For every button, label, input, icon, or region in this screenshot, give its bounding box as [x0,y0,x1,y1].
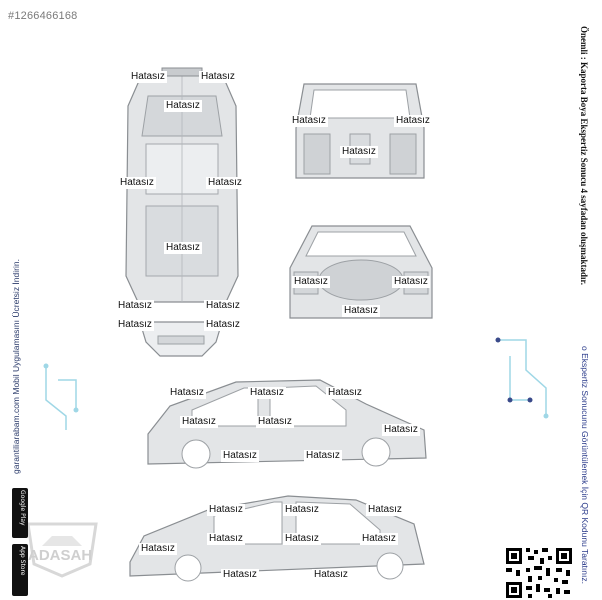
status-label: Hatasız [118,177,156,189]
status-label: Hatasız [304,450,342,462]
status-label: Hatasız [221,569,259,581]
status-label: Hatasız [394,115,432,127]
status-label: Hatasız [292,276,330,288]
status-label: Hatasız [204,300,242,312]
status-label: Hatasız [164,242,202,254]
status-label: Hatasız [206,177,244,189]
status-label: Hatasız [342,305,380,317]
status-label: Hatasız [256,416,294,428]
front-firewall [295,83,425,179]
app-store-label: App Store [19,546,26,576]
status-label: Hatasız [199,71,237,83]
circuit-decoration-left [43,363,79,430]
rear-panel [289,225,433,319]
status-label: Hatasız [221,450,259,462]
important-note: Önemli : Kaporta Boya Ekspertiz Sonucu 4… [579,26,589,285]
status-label: Hatasız [283,533,321,545]
left-side-body [129,495,425,582]
status-label: Hatasız [366,504,404,516]
app-download-note: garantiliarabam.com Mobil Uygulamasını Ü… [11,259,21,474]
status-label: Hatasız [326,387,364,399]
google-play-label: Google Play [19,490,26,526]
circuit-decoration-right [495,337,549,419]
car-body-top-view [125,67,239,303]
status-label: Hatasız [168,387,206,399]
status-label: Hatasız [180,416,218,428]
qr-scan-note: o Ekspertiz Sonucunu Görüntülemek İçin Q… [580,346,590,584]
status-label: Hatasız [116,319,154,331]
status-label: Hatasız [116,300,154,312]
adasah-logo [26,522,98,578]
status-label: Hatasız [164,100,202,112]
status-label: Hatasız [204,319,242,331]
rear-crossmember [139,321,223,357]
status-label: Hatasız [312,569,350,581]
status-label: Hatasız [392,276,430,288]
app-store-badge[interactable]: App Store [12,544,28,596]
status-label: Hatasız [248,387,286,399]
status-label: Hatasız [129,71,167,83]
status-label: Hatasız [340,146,378,158]
status-label: Hatasız [283,504,321,516]
listing-id: #1266466168 [8,10,78,22]
status-label: Hatasız [382,424,420,436]
adasah-logo-text: ADASAH [28,547,93,564]
google-play-badge[interactable]: Google Play [12,488,28,538]
status-label: Hatasız [139,543,177,555]
qr-code[interactable] [504,546,574,600]
status-label: Hatasız [207,504,245,516]
status-label: Hatasız [290,115,328,127]
status-label: Hatasız [207,533,245,545]
status-label: Hatasız [360,533,398,545]
